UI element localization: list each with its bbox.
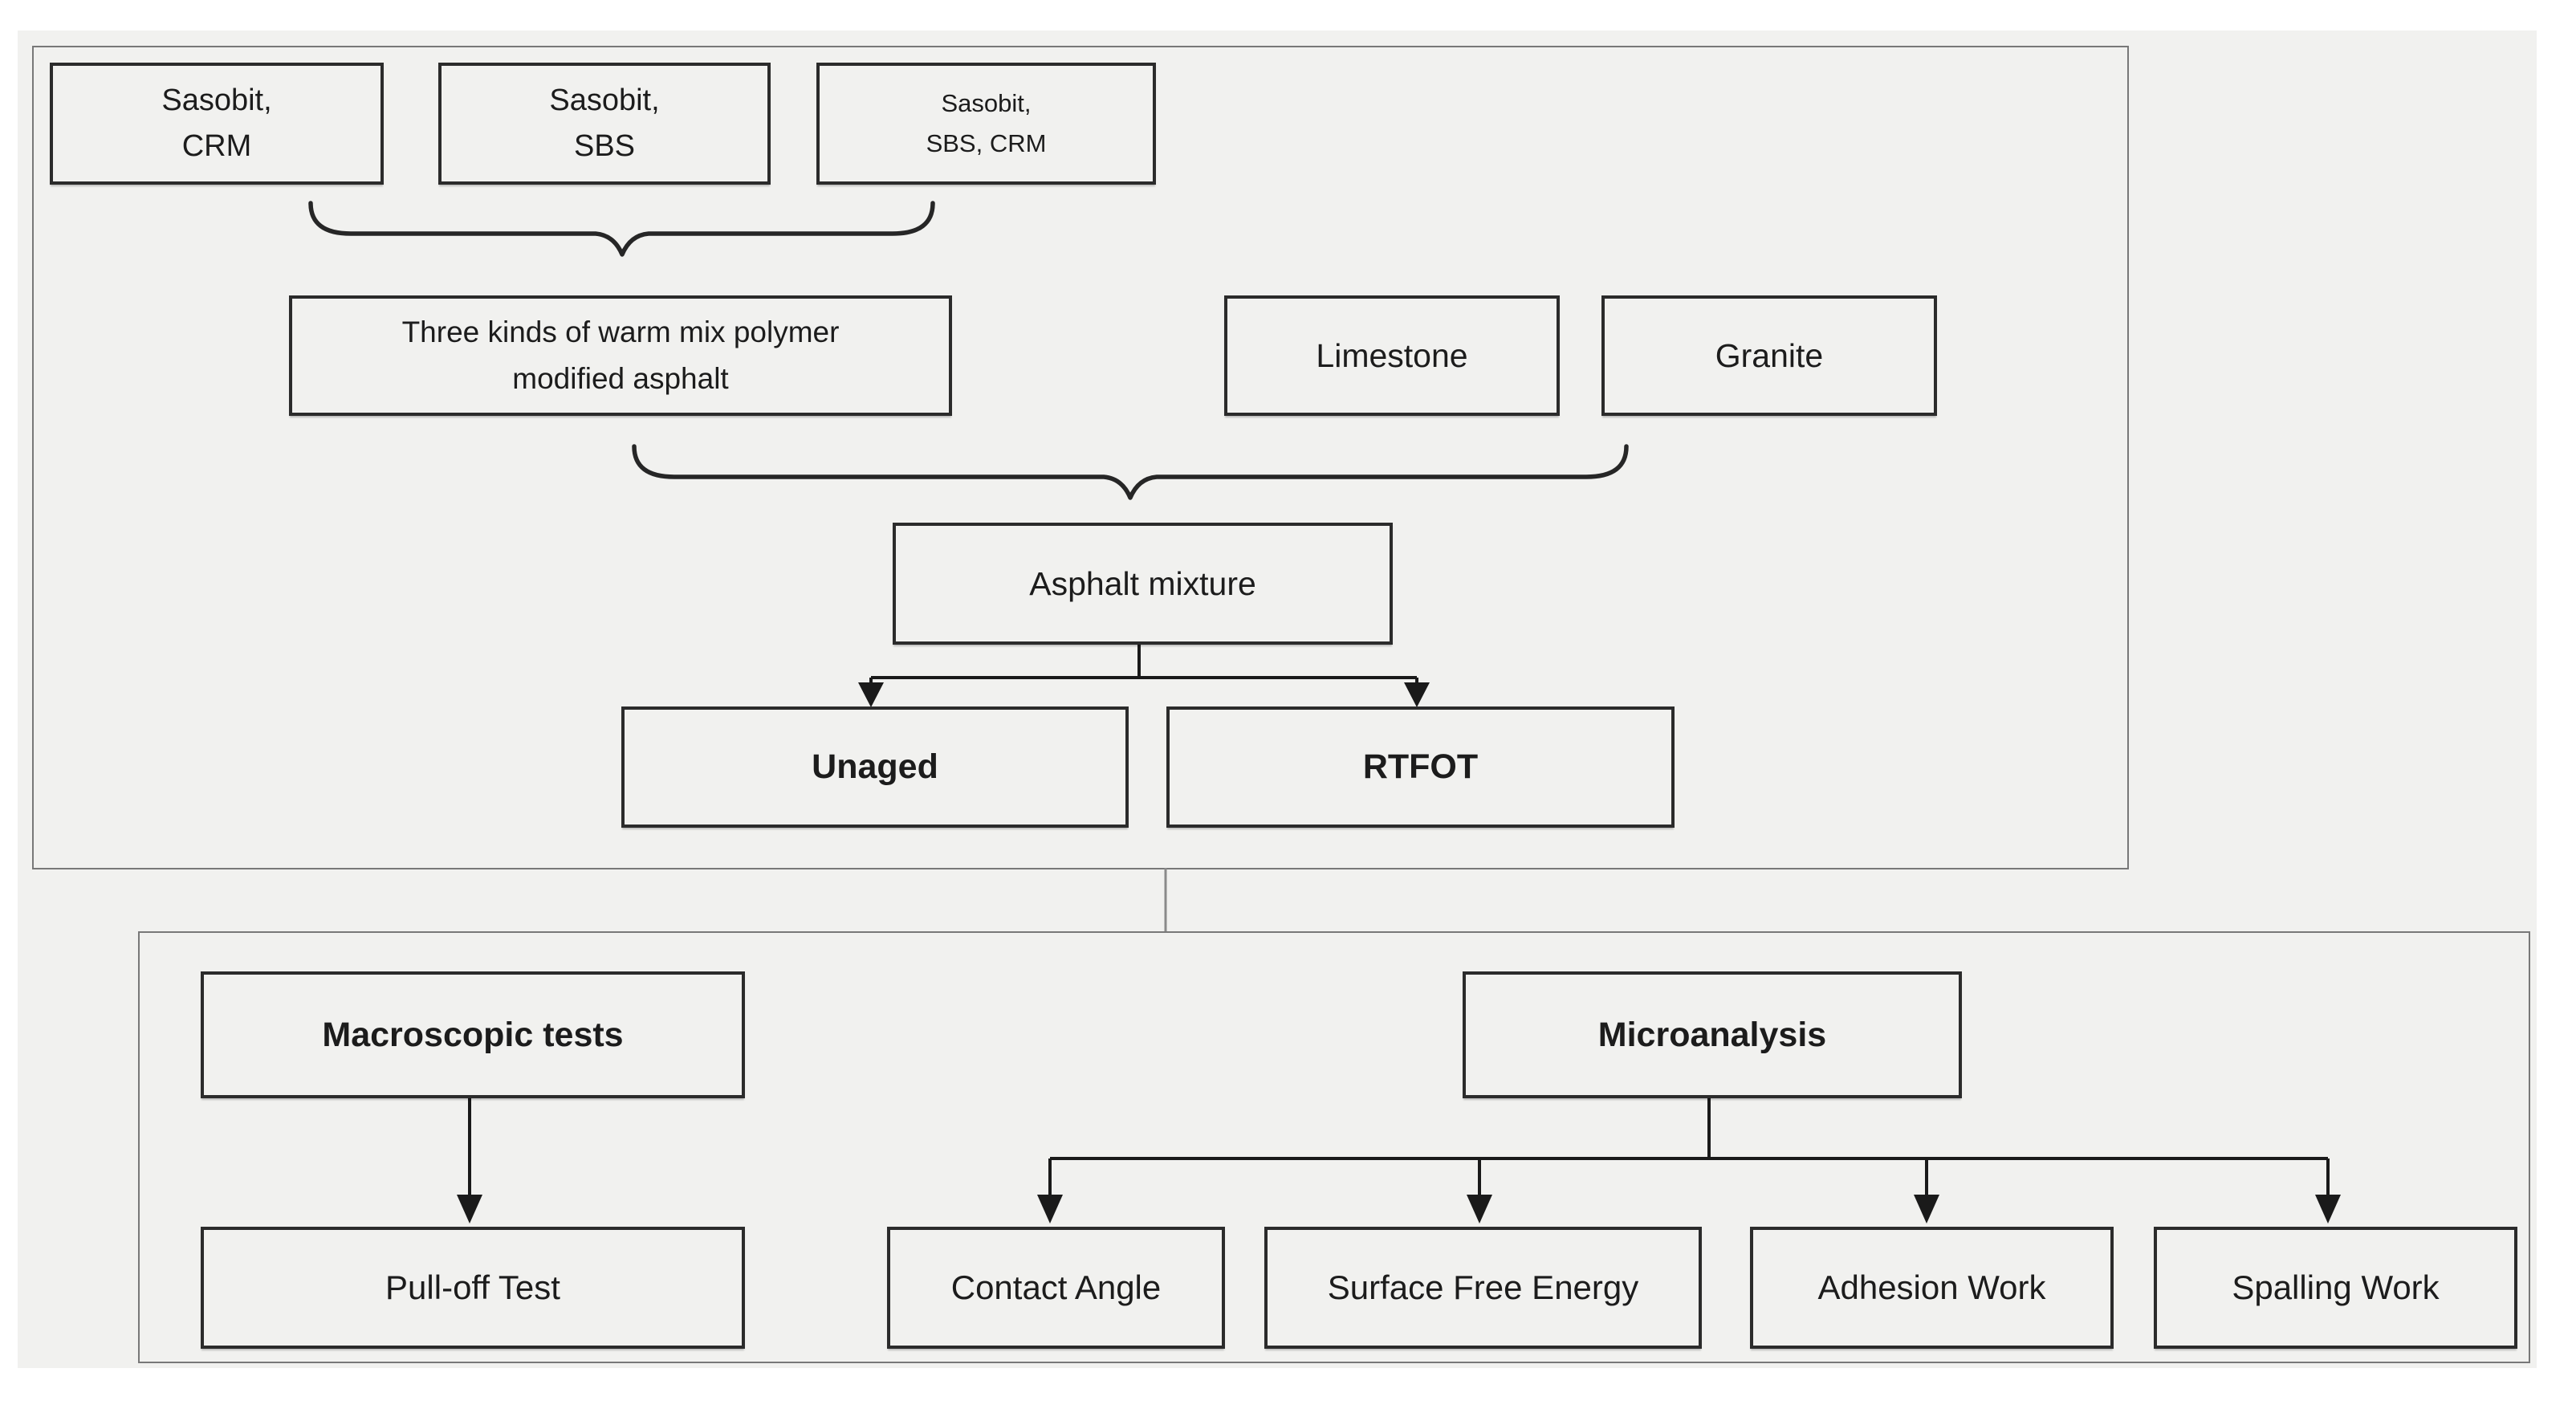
top-flow-panel — [32, 46, 2129, 869]
node-pull-off-test: Pull-off Test — [201, 1227, 745, 1349]
node-spalling-work: Spalling Work — [2154, 1227, 2517, 1349]
node-microanalysis: Microanalysis — [1463, 971, 1962, 1098]
node-warm-mix-binder: Three kinds of warm mix polymer modified… — [289, 295, 952, 416]
node-rtfot: RTFOT — [1166, 706, 1675, 828]
node-granite: Granite — [1601, 295, 1937, 416]
bottom-flow-panel — [138, 931, 2530, 1363]
node-asphalt-mixture: Asphalt mixture — [893, 523, 1393, 645]
node-sasobit-crm: Sasobit, CRM — [50, 63, 384, 185]
node-limestone: Limestone — [1224, 295, 1560, 416]
node-surface-free-energy: Surface Free Energy — [1264, 1227, 1702, 1349]
node-adhesion-work: Adhesion Work — [1750, 1227, 2114, 1349]
node-sasobit-sbs-crm: Sasobit, SBS, CRM — [816, 63, 1156, 185]
node-macroscopic-tests: Macroscopic tests — [201, 971, 745, 1098]
node-contact-angle: Contact Angle — [887, 1227, 1225, 1349]
node-unaged: Unaged — [621, 706, 1129, 828]
node-sasobit-sbs: Sasobit, SBS — [438, 63, 771, 185]
